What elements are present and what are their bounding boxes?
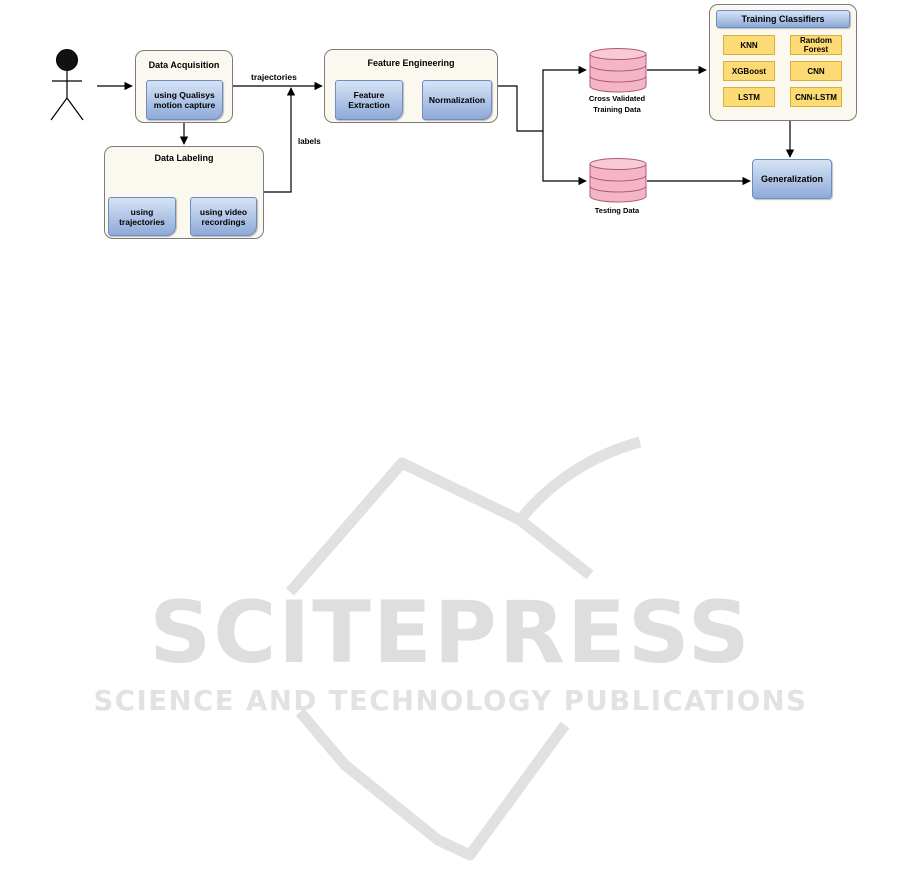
normalization-label: Normalization — [428, 95, 486, 105]
training-classifiers-group: Training Classifiers KNN Random Forest X… — [709, 4, 857, 121]
classifier-xgboost: XGBoost — [723, 61, 775, 81]
arrow-labels-to-feature — [264, 87, 296, 193]
training-data-label: Cross Validated Training Data — [588, 94, 646, 114]
user-actor-icon — [50, 49, 84, 121]
training-data-database-icon — [589, 48, 647, 93]
feature-extraction-box: Feature Extraction — [335, 80, 403, 120]
using-trajectories-box: using trajectories — [108, 197, 176, 236]
trajectories-edge-label: trajectories — [251, 72, 297, 82]
classifier-knn: KNN — [723, 35, 775, 55]
classifier-lstm: LSTM — [723, 87, 775, 107]
classifier-cnn-lstm: CNN-LSTM — [790, 87, 842, 107]
generalization-label: Generalization — [760, 174, 823, 184]
arrow-split-main — [498, 65, 587, 132]
feature-engineering-title: Feature Engineering — [367, 58, 455, 68]
data-acquisition-title: Data Acquisition — [148, 60, 220, 70]
labels-edge-label: labels — [298, 137, 321, 146]
video-recordings-box: using video recordings — [190, 197, 257, 236]
training-classifiers-title: Training Classifiers — [716, 10, 850, 28]
testing-data-label: Testing Data — [594, 206, 640, 215]
arrow-to-testing-data — [542, 131, 587, 186]
using-trajectories-label: using trajectories — [119, 206, 165, 227]
normalization-box: Normalization — [422, 80, 492, 120]
qualisys-capture-label: using Qualisys motion capture — [153, 90, 216, 110]
testing-data-database-icon — [589, 158, 647, 203]
data-labeling-title: Data Labeling — [154, 153, 214, 163]
classifier-cnn: CNN — [790, 61, 842, 81]
video-recordings-label: using video recordings — [199, 206, 248, 227]
data-acquisition-group: Data Acquisition using Qualisys motion c… — [135, 50, 233, 123]
generalization-box: Generalization — [752, 159, 832, 199]
watermark-subtitle: SCIENCE AND TECHNOLOGY PUBLICATIONS — [93, 685, 808, 717]
data-labeling-group: Data Labeling using trajectories using v… — [104, 146, 264, 239]
classifier-random-forest: Random Forest — [790, 35, 842, 55]
qualisys-capture-box: using Qualisys motion capture — [146, 80, 223, 120]
watermark-title: SCITEPRESS — [149, 583, 752, 683]
feature-extraction-label: Feature Extraction — [348, 90, 390, 110]
feature-engineering-group: Feature Engineering Feature Extraction N… — [324, 49, 498, 123]
